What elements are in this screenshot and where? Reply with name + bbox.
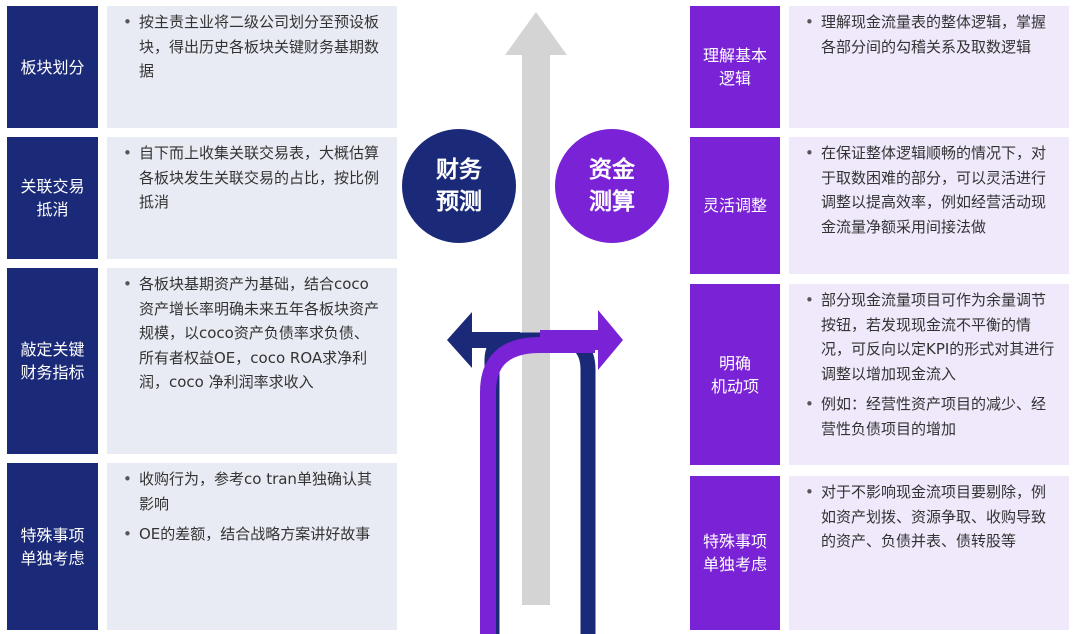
right-label-2: 灵活调整 bbox=[690, 137, 780, 274]
right-bullet-2-1: 在保证整体逻辑顺畅的情况下，对于取数困难的部分，可以灵活进行调整以提高效率，例如… bbox=[801, 141, 1055, 239]
left-row-1: 板块划分 按主责主业将二级公司划分至预设板块，得出历史各板块关键财务基期数据 bbox=[0, 6, 397, 128]
left-box-1: 按主责主业将二级公司划分至预设板块，得出历史各板块关键财务基期数据 bbox=[107, 6, 397, 128]
left-label-4: 特殊事项 单独考虑 bbox=[7, 463, 98, 630]
left-bullet-1-1: 按主责主业将二级公司划分至预设板块，得出历史各板块关键财务基期数据 bbox=[119, 10, 383, 84]
right-box-2: 在保证整体逻辑顺畅的情况下，对于取数困难的部分，可以灵活进行调整以提高效率，例如… bbox=[789, 137, 1069, 274]
right-label-4: 特殊事项 单独考虑 bbox=[690, 476, 780, 630]
left-box-2: 自下而上收集关联交易表，大概估算各板块发生关联交易的占比，按比例抵消 bbox=[107, 137, 397, 259]
right-row-3: 明确 机动项 部分现金流量项目可作为余量调节按钮，若发现现金流不平衡的情况，可反… bbox=[690, 284, 1069, 465]
right-row-2: 灵活调整 在保证整体逻辑顺畅的情况下，对于取数困难的部分，可以灵活进行调整以提高… bbox=[690, 137, 1069, 274]
financial-forecast-circle: 财务 预测 bbox=[402, 129, 516, 243]
grey-up-arrow bbox=[505, 12, 567, 605]
right-label-3: 明确 机动项 bbox=[690, 284, 780, 465]
left-bullet-4-1: 收购行为，参考co tran单独确认其影响 bbox=[119, 467, 383, 516]
left-row-4: 特殊事项 单独考虑 收购行为，参考co tran单独确认其影响 OE的差额，结合… bbox=[0, 463, 397, 630]
right-row-4: 特殊事项 单独考虑 对于不影响现金流项目要剔除，例如资产划拨、资源争取、收购导致… bbox=[690, 476, 1069, 630]
left-label-3: 敲定关键 财务指标 bbox=[7, 268, 98, 454]
left-label-1: 板块划分 bbox=[7, 6, 98, 128]
right-bullet-3-2: 例如：经营性资产项目的减少、经营性负债项目的增加 bbox=[801, 392, 1055, 441]
right-bullet-3-1: 部分现金流量项目可作为余量调节按钮，若发现现金流不平衡的情况，可反向以定KPI的… bbox=[801, 288, 1055, 386]
right-box-3: 部分现金流量项目可作为余量调节按钮，若发现现金流不平衡的情况，可反向以定KPI的… bbox=[789, 284, 1069, 465]
left-row-3: 敲定关键 财务指标 各板块基期资产为基础，结合coco资产增长率明确未来五年各板… bbox=[0, 268, 397, 454]
right-box-4: 对于不影响现金流项目要剔除，例如资产划拨、资源争取、收购导致的资产、负债并表、债… bbox=[789, 476, 1069, 630]
left-bullet-4-2: OE的差额，结合战略方案讲好故事 bbox=[119, 522, 383, 547]
right-bullet-4-1: 对于不影响现金流项目要剔除，例如资产划拨、资源争取、收购导致的资产、负债并表、债… bbox=[801, 480, 1055, 554]
left-row-2: 关联交易 抵消 自下而上收集关联交易表，大概估算各板块发生关联交易的占比，按比例… bbox=[0, 137, 397, 259]
right-label-1: 理解基本 逻辑 bbox=[690, 6, 780, 128]
left-bullet-3-1: 各板块基期资产为基础，结合coco资产增长率明确未来五年各板块资产规模，以coc… bbox=[119, 272, 383, 395]
left-box-4: 收购行为，参考co tran单独确认其影响 OE的差额，结合战略方案讲好故事 bbox=[107, 463, 397, 630]
right-row-1: 理解基本 逻辑 理解现金流量表的整体逻辑，掌握各部分间的勾稽关系及取数逻辑 bbox=[690, 6, 1069, 128]
left-bullet-2-1: 自下而上收集关联交易表，大概估算各板块发生关联交易的占比，按比例抵消 bbox=[119, 141, 383, 215]
left-label-2: 关联交易 抵消 bbox=[7, 137, 98, 259]
right-bullet-1-1: 理解现金流量表的整体逻辑，掌握各部分间的勾稽关系及取数逻辑 bbox=[801, 10, 1055, 59]
right-box-1: 理解现金流量表的整体逻辑，掌握各部分间的勾稽关系及取数逻辑 bbox=[789, 6, 1069, 128]
left-box-3: 各板块基期资产为基础，结合coco资产增长率明确未来五年各板块资产规模，以coc… bbox=[107, 268, 397, 454]
navy-left-arrow bbox=[447, 312, 520, 368]
purple-right-arrow bbox=[540, 310, 623, 370]
fund-calculation-circle: 资金 测算 bbox=[555, 129, 669, 243]
purple-curve-main bbox=[480, 337, 595, 634]
